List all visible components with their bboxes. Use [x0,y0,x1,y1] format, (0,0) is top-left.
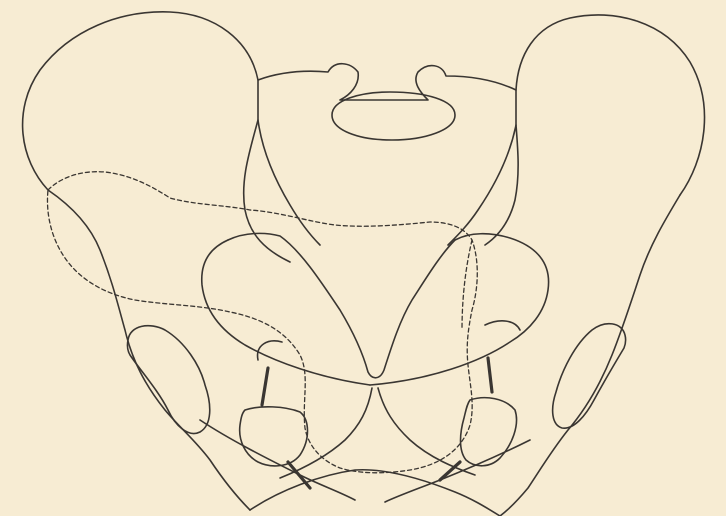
pubic-symphysis [280,388,372,478]
left-acetabulum [127,326,209,434]
left-pubic-ramus [202,240,370,385]
left-inner-border [200,420,355,500]
dashed-overlay-outline [47,172,477,473]
right-acetabulum [553,324,626,429]
left-ilium-outline [23,12,290,262]
left-sacrotuberous-ligament [262,368,268,405]
sacrum-lower-v [228,233,455,377]
sacrum-left-edge [258,120,320,245]
left-ischial-tuberosity [240,407,308,466]
right-sacrotuberous-ligament [488,358,492,392]
right-lateral-border [500,195,680,516]
pubic-arch [250,470,500,516]
right-pubic-lobe [485,321,520,330]
right-pubic-ramus [370,234,549,385]
sacrum-outline [258,64,516,100]
right-ischial-tuberosity [461,398,517,466]
left-lateral-border [48,190,250,510]
